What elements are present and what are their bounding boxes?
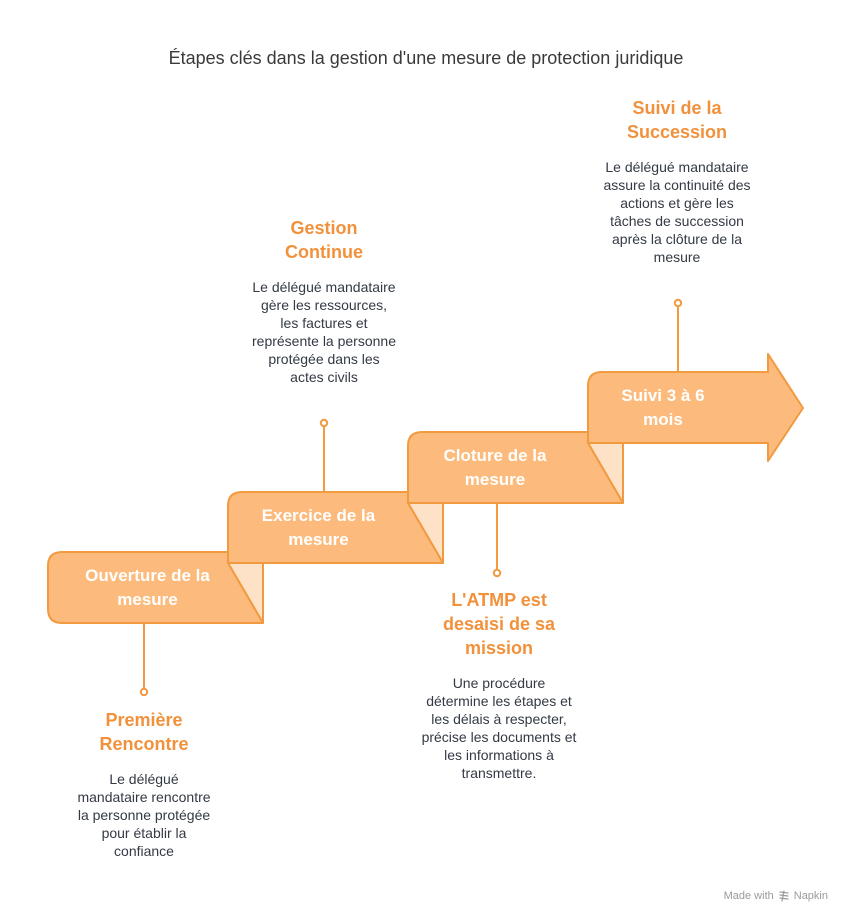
connector-2-dot bbox=[319, 418, 329, 428]
step-1-label: Ouverture de la mesure bbox=[85, 566, 210, 609]
made-with-text: Made with bbox=[723, 890, 774, 902]
step-4-label: Suivi 3 à 6 mois bbox=[621, 386, 705, 429]
connector-2 bbox=[319, 418, 329, 491]
step-2-shape[interactable] bbox=[227, 491, 444, 564]
annotation-premiere-rencontre: Première Rencontre Le délégué mandataire… bbox=[74, 708, 214, 860]
annotation-title: Suivi de la Succession bbox=[626, 98, 728, 142]
annotation-title: Première Rencontre bbox=[99, 710, 189, 754]
connector-4-dot bbox=[673, 298, 683, 308]
annotation-description: Le délégué mandataire rencontre la perso… bbox=[77, 771, 211, 859]
step-3-shape[interactable] bbox=[407, 431, 624, 504]
napkin-logo-icon bbox=[779, 890, 789, 902]
made-with-napkin-footer[interactable]: Made with Napkin bbox=[724, 890, 828, 902]
step-2-label: Exercice de la mesure bbox=[261, 506, 376, 549]
annotation-description: Le délégué mandataire assure la continui… bbox=[603, 159, 751, 265]
step-3-label: Cloture de la mesure bbox=[443, 446, 547, 489]
annotation-title: Gestion Continue bbox=[285, 218, 363, 262]
annotation-description: Le délégué mandataire gère les ressource… bbox=[252, 279, 396, 385]
connector-3 bbox=[492, 504, 502, 578]
connector-1-dot bbox=[139, 687, 149, 697]
connector-1 bbox=[139, 624, 149, 697]
step-4-arrow-shape[interactable] bbox=[587, 353, 804, 462]
step-1-shape[interactable] bbox=[47, 551, 264, 624]
connector-4 bbox=[673, 298, 683, 371]
annotation-gestion-continue: Gestion Continue Le délégué mandataire g… bbox=[252, 216, 396, 386]
connector-3-dot bbox=[492, 568, 502, 578]
annotation-atmp-desaisi: L'ATMP est desaisi de sa mission Une pro… bbox=[420, 588, 578, 782]
napkin-brand-text: Napkin bbox=[793, 890, 828, 902]
annotation-suivi-succession: Suivi de la Succession Le délégué mandat… bbox=[602, 96, 752, 266]
annotation-description: Une procédure détermine les étapes et le… bbox=[421, 675, 577, 781]
diagram-title: Étapes clés dans la gestion d'une mesure… bbox=[168, 48, 684, 68]
annotation-title: L'ATMP est desaisi de sa mission bbox=[442, 590, 556, 658]
